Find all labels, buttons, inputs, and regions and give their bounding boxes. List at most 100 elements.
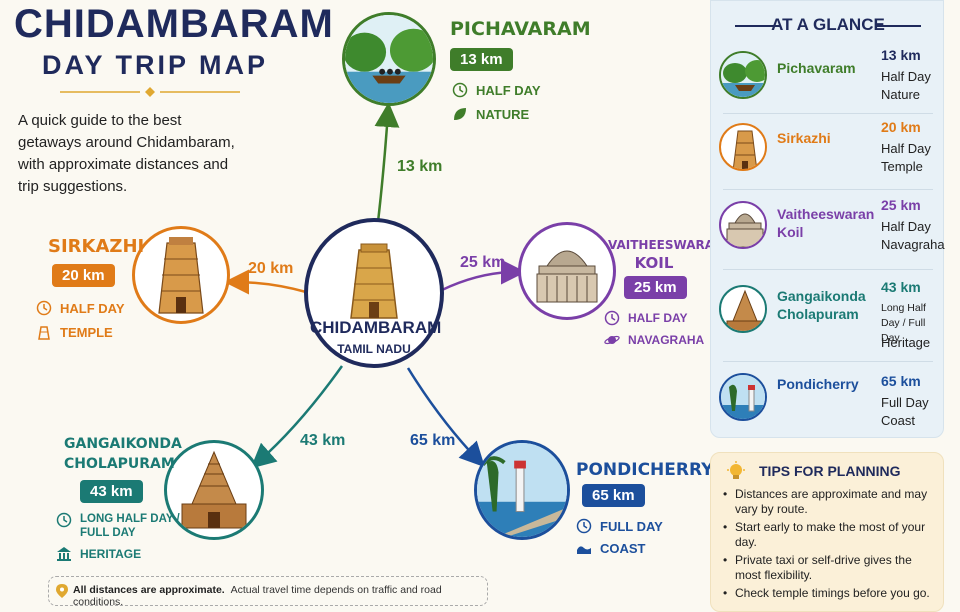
pondicherry-km-badge: 65 km [582, 484, 645, 507]
dome-temple-icon [536, 250, 598, 303]
sirkazhi-type: TEMPLE [36, 324, 113, 340]
vimana-icon [719, 285, 767, 333]
gangaikonda-name-line1: GANGAIKONDA [64, 436, 182, 452]
temple-tower-icon [158, 237, 204, 314]
temple-tower-icon [719, 123, 767, 171]
wave-icon [577, 546, 591, 554]
glance-title: AT A GLANCE [771, 15, 885, 34]
glance-separator [723, 113, 933, 114]
pondicherry-circle [474, 440, 570, 540]
pondicherry-duration: FULL DAY [576, 518, 663, 534]
location-pin-icon [56, 584, 68, 598]
sirkazhi-name: SIRKAZHI [48, 236, 145, 257]
glance-name: Gangaikonda Cholapuram [777, 288, 866, 322]
center-node [304, 218, 444, 368]
route-km-pichavaram: 13 km [397, 158, 443, 175]
glance-km: 25 km [881, 197, 921, 213]
tip-item: Distances are approximate and may vary b… [721, 487, 941, 517]
center-name: CHIDAMBARAM [310, 318, 442, 337]
glance-type: Nature [881, 87, 921, 102]
pichavaram-type: NATURE [452, 106, 529, 122]
clock-icon [452, 82, 468, 98]
glance-row-vaitheeswaran: Vaitheeswaran Koil 25 km Half Day Navagr… [719, 197, 945, 265]
page-title: CHIDAMBARAM [14, 2, 334, 46]
glance-duration: Half Day [881, 69, 931, 84]
glance-name: Pondicherry [777, 376, 859, 392]
pichavaram-name: PICHAVARAM [450, 18, 591, 40]
glance-duration: Long Half Day / Full Day [881, 302, 926, 344]
intro-text: A quick guide to the best getaways aroun… [18, 112, 235, 195]
gopuram-icon [350, 243, 398, 319]
glance-type: Navagraha [881, 237, 945, 252]
glance-duration: Half Day [881, 141, 931, 156]
dome-temple-icon [719, 201, 767, 249]
sirkazhi-duration: HALF DAY [36, 300, 125, 316]
museum-icon [57, 547, 71, 561]
tip-item: Private taxi or self-drive gives the mos… [721, 553, 941, 583]
page-subtitle: DAY TRIP MAP [42, 50, 269, 80]
route-km-vaitheeswaran: 25 km [460, 254, 506, 271]
at-a-glance-panel: AT A GLANCE Pichavaram 13 km Half Day Na… [710, 0, 945, 438]
vaitheeswaran-duration: HALF DAY [604, 310, 688, 326]
vaitheeswaran-name-line1: VAITHEESWARAN [608, 238, 725, 252]
glance-row-sirkazhi: Sirkazhi 20 km Half Day Temple [719, 119, 941, 187]
clock-icon [36, 300, 52, 316]
gangaikonda-duration: LONG HALF DAY / FULL DAY [56, 512, 180, 540]
title-divider [60, 87, 240, 97]
route-pondicherry [406, 367, 485, 468]
glance-separator [723, 269, 933, 270]
glance-row-pichavaram: Pichavaram 13 km Half Day Nature [719, 47, 941, 115]
pichavaram-duration: HALF DAY [452, 82, 541, 98]
pichavaram-circle [342, 12, 436, 106]
route-km-sirkazhi: 20 km [248, 260, 294, 277]
clock-icon [604, 310, 620, 326]
route-sirkazhi [224, 269, 307, 295]
distance-note: All distances are approximate. Actual tr… [48, 576, 488, 608]
route-lines [224, 102, 526, 469]
glance-type: Coast [881, 413, 915, 428]
glance-name: Sirkazhi [777, 130, 831, 146]
clock-icon [56, 512, 72, 528]
temple-icon [38, 326, 50, 340]
glance-type: Temple [881, 159, 923, 174]
pondicherry-type: COAST [576, 540, 646, 556]
vaitheeswaran-circle [518, 222, 616, 320]
route-km-gangaikonda: 43 km [300, 432, 346, 449]
tip-item: Check temple timings before you go. [721, 586, 941, 601]
glance-separator [723, 189, 933, 190]
route-pichavaram [374, 102, 400, 223]
planet-icon [604, 335, 620, 345]
gangaikonda-circle [164, 440, 264, 540]
leaf-icon [454, 108, 466, 120]
glance-row-gangaikonda: Gangaikonda Cholapuram 43 km Long Half D… [719, 279, 941, 359]
pondicherry-name: PONDICHERRY [576, 460, 714, 480]
glance-title-line-right [877, 25, 921, 27]
clock-icon [576, 518, 592, 534]
glance-row-pondicherry: Pondicherry 65 km Full Day Coast [719, 369, 941, 437]
tips-title: TIPS FOR PLANNING [759, 463, 901, 479]
vimana-icon [181, 450, 247, 529]
pichavaram-km-badge: 13 km [450, 48, 513, 71]
tips-list: Distances are approximate and may vary b… [721, 487, 941, 604]
boat-icon [345, 15, 433, 103]
glance-km: 65 km [881, 373, 921, 389]
glance-name: Pichavaram [777, 60, 856, 76]
tip-item: Start early to make the most of your day… [721, 520, 941, 550]
lighthouse-icon [719, 373, 767, 421]
vaitheeswaran-name-line2: KOIL [634, 254, 674, 272]
sirkazhi-circle [132, 226, 230, 324]
tips-panel: TIPS FOR PLANNING Distances are approxim… [710, 452, 944, 612]
glance-separator [723, 361, 933, 362]
glance-name: Vaitheeswaran Koil [777, 206, 875, 240]
glance-duration: Full Day [881, 395, 929, 410]
lighthouse-icon [477, 443, 567, 537]
sirkazhi-km-badge: 20 km [52, 264, 115, 287]
vaitheeswaran-km-badge: 25 km [624, 276, 687, 299]
gangaikonda-type: HERITAGE [56, 546, 141, 562]
boat-icon [719, 51, 767, 99]
route-vaitheeswaran [441, 259, 526, 292]
center-sub: TAMIL NADU [337, 342, 411, 356]
route-km-pondicherry: 65 km [410, 432, 456, 449]
gangaikonda-name-line2: CHOLAPURAM [64, 456, 175, 472]
glance-title-line-left [735, 25, 779, 27]
